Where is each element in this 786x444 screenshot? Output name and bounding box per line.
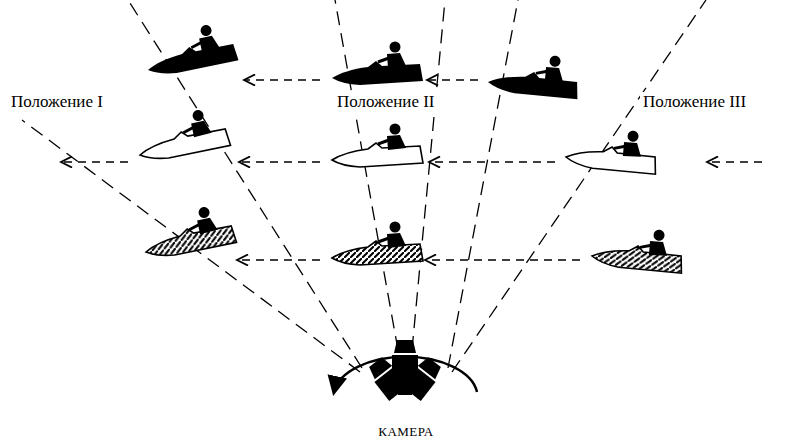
boat-white bbox=[135, 106, 662, 178]
camera-symbol bbox=[334, 340, 477, 401]
motion-arrows bbox=[62, 80, 762, 260]
position-label: Положение III bbox=[640, 92, 749, 112]
camera-label: КАМЕРА bbox=[375, 425, 437, 440]
boat-hatched bbox=[141, 203, 688, 277]
boat-black bbox=[143, 21, 584, 103]
position-label: Положение I bbox=[8, 92, 106, 112]
view-lines bbox=[22, 0, 706, 372]
position-label: Положение II bbox=[334, 92, 438, 112]
